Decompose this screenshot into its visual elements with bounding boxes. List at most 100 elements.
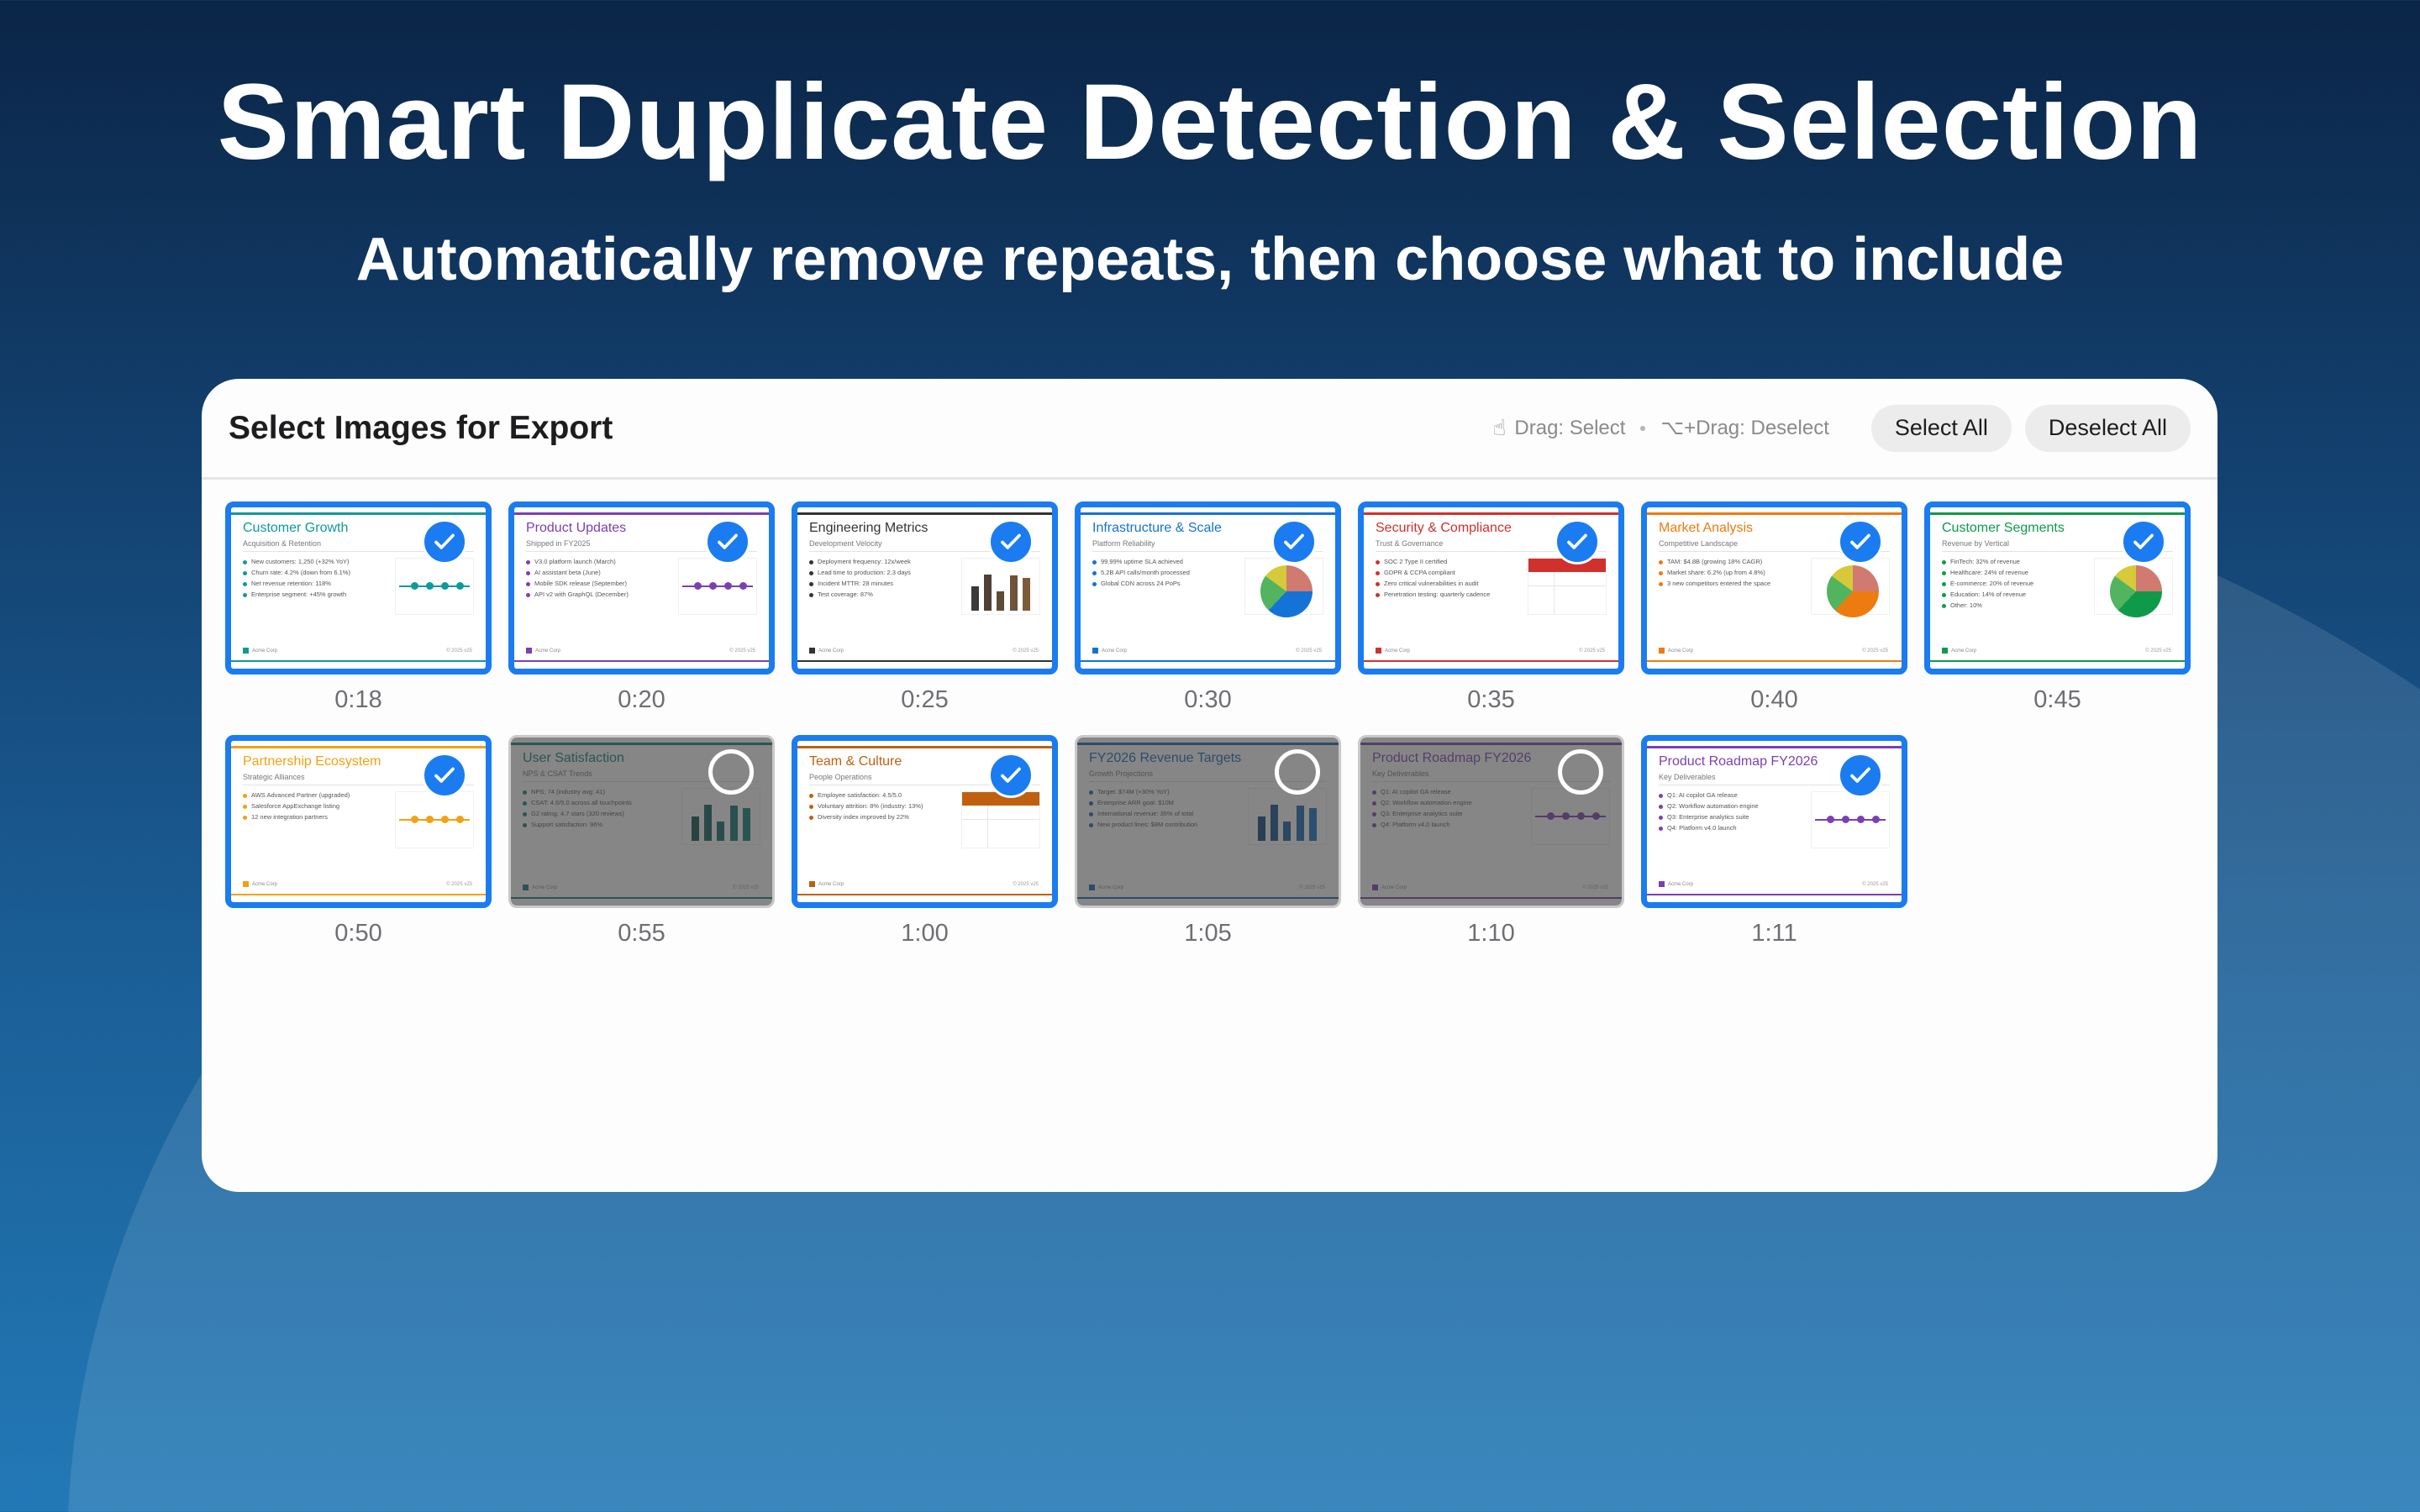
- slide-footer-left: Acme Corp: [1659, 648, 1693, 654]
- thumbnail-selected[interactable]: Partnership Ecosystem Strategic Alliance…: [225, 735, 492, 908]
- checkmark-circle-icon[interactable]: [422, 753, 467, 798]
- thumbnail-item[interactable]: FY2026 Revenue Targets Growth Projection…: [1075, 735, 1341, 963]
- slide-bullet: Incident MTTR: 28 minutes: [809, 578, 911, 589]
- timestamp-label: 0:45: [2033, 686, 2081, 713]
- slide-footer-left: Acme Corp: [1092, 648, 1127, 654]
- thumbnail-selected[interactable]: Product Roadmap FY2026 Key Deliverables …: [1641, 735, 1907, 908]
- slide-bullet: FinTech: 32% of revenue: [1942, 556, 2033, 567]
- thumbnail-selected[interactable]: Infrastructure & Scale Platform Reliabil…: [1075, 501, 1341, 675]
- slide-top-bar: [1364, 512, 1618, 515]
- slide-bullet: Voluntary attrition: 8% (industry: 13%): [809, 801, 923, 811]
- thumbnail-selected[interactable]: Customer Growth Acquisition & Retention …: [225, 501, 492, 675]
- thumbnail-item[interactable]: Partnership Ecosystem Strategic Alliance…: [225, 735, 492, 963]
- thumbnail-selected[interactable]: Engineering Metrics Development Velocity…: [792, 501, 1058, 675]
- thumbnail-unselected[interactable]: Product Roadmap FY2026 Key Deliverables …: [1358, 735, 1624, 908]
- hero-subtitle: Automatically remove repeats, then choos…: [355, 226, 2065, 293]
- slide-bullet: Zero critical vulnerabilities in audit: [1376, 578, 1490, 589]
- timeline-chart: [399, 816, 470, 823]
- checkmark-circle-icon[interactable]: [988, 519, 1034, 564]
- thumbnail-item[interactable]: Customer Segments Revenue by Vertical Fi…: [1924, 501, 2191, 730]
- bullet-dot-icon: [809, 581, 813, 586]
- slide-divider: [1376, 551, 1607, 552]
- thumbnail-selected[interactable]: Team & Culture People Operations Employe…: [792, 735, 1058, 908]
- slide-bullet: Other: 10%: [1942, 600, 2033, 611]
- slide-divider: [1659, 551, 1890, 552]
- checkmark-circle-icon[interactable]: [1838, 753, 1883, 798]
- bullet-dot-icon: [243, 815, 247, 820]
- checkmark-circle-icon[interactable]: [988, 753, 1034, 798]
- timestamp-label: 1:05: [1184, 920, 1232, 947]
- slide-preview: Security & Compliance Trust & Governance…: [1364, 507, 1618, 669]
- thumbnail-item[interactable]: Product Updates Shipped in FY2025 V3.0 p…: [508, 501, 775, 730]
- slide-bullet: Q1: AI copilot GA release: [1659, 790, 1759, 801]
- slide-chart: [395, 558, 474, 615]
- slide-footer-left: Acme Corp: [1942, 648, 1976, 654]
- slide-subtitle: Acquisition & Retention: [243, 539, 322, 548]
- slide-bullet: AI assistant beta (June): [526, 567, 629, 578]
- bullet-dot-icon: [1942, 570, 1946, 575]
- slide-bullet: Employee satisfaction: 4.5/5.0: [809, 790, 923, 801]
- logo-square-icon: [1092, 648, 1098, 654]
- thumbnail-item[interactable]: Engineering Metrics Development Velocity…: [792, 501, 1058, 730]
- slide-bottom-bar: [1081, 660, 1335, 662]
- bullet-dot-icon: [809, 804, 813, 809]
- slide-top-bar: [1930, 512, 2185, 515]
- empty-selection-circle-icon[interactable]: [1558, 749, 1603, 795]
- logo-square-icon: [243, 648, 249, 654]
- select-all-button[interactable]: Select All: [1870, 404, 2012, 452]
- timeline-chart: [399, 582, 470, 590]
- bullet-dot-icon: [1659, 826, 1663, 831]
- slide-title: Engineering Metrics: [809, 521, 929, 535]
- separator-dot: [1640, 425, 1646, 431]
- thumbnail-unselected[interactable]: User Satisfaction NPS & CSAT Trends NPS:…: [508, 735, 775, 908]
- thumbnail-selected[interactable]: Customer Segments Revenue by Vertical Fi…: [1924, 501, 2191, 675]
- thumbnail-selected[interactable]: Security & Compliance Trust & Governance…: [1358, 501, 1624, 675]
- checkmark-circle-icon[interactable]: [2121, 519, 2166, 564]
- slide-bullet: Salesforce AppExchange listing: [243, 801, 350, 811]
- slide-divider: [243, 551, 474, 552]
- checkmark-circle-icon[interactable]: [1271, 519, 1317, 564]
- logo-square-icon: [1376, 648, 1381, 654]
- thumbnail-item[interactable]: Team & Culture People Operations Employe…: [792, 735, 1058, 963]
- bullet-dot-icon: [243, 592, 247, 597]
- checkmark-circle-icon[interactable]: [1555, 519, 1600, 564]
- thumbnail-unselected[interactable]: FY2026 Revenue Targets Growth Projection…: [1075, 735, 1341, 908]
- empty-selection-circle-icon[interactable]: [1275, 749, 1320, 795]
- thumbnail-item[interactable]: Security & Compliance Trust & Governance…: [1358, 501, 1624, 730]
- thumbnail-item[interactable]: Product Roadmap FY2026 Key Deliverables …: [1641, 735, 1907, 963]
- bullet-dot-icon: [1659, 581, 1663, 586]
- slide-subtitle: Development Velocity: [809, 539, 882, 548]
- slide-bottom-bar: [231, 660, 486, 662]
- slide-bottom-bar: [1364, 660, 1618, 662]
- hero-title: Smart Duplicate Detection & Selection: [217, 62, 2203, 182]
- slide-footer-left: Acme Corp: [809, 881, 844, 887]
- thumbnail-item[interactable]: Product Roadmap FY2026 Key Deliverables …: [1358, 735, 1624, 963]
- thumbnail-item[interactable]: User Satisfaction NPS & CSAT Trends NPS:…: [508, 735, 775, 963]
- checkmark-circle-icon[interactable]: [1838, 519, 1883, 564]
- slide-bottom-bar: [797, 660, 1052, 662]
- slide-bullet: Churn rate: 4.2% (down from 6.1%): [243, 567, 350, 578]
- empty-selection-circle-icon[interactable]: [708, 749, 754, 795]
- checkmark-circle-icon[interactable]: [422, 519, 467, 564]
- thumbnail-item[interactable]: Customer Growth Acquisition & Retention …: [225, 501, 492, 730]
- slide-footer-left: Acme Corp: [809, 648, 844, 654]
- slide-bullet: 5.2B API calls/month processed: [1092, 567, 1190, 578]
- thumbnail-item[interactable]: Infrastructure & Scale Platform Reliabil…: [1075, 501, 1341, 730]
- thumbnail-selected[interactable]: Product Updates Shipped in FY2025 V3.0 p…: [508, 501, 775, 675]
- timestamp-label: 0:35: [1467, 686, 1515, 713]
- slide-bullet: SOC 2 Type II certified: [1376, 556, 1490, 567]
- bullet-dot-icon: [1942, 603, 1946, 608]
- checkmark-circle-icon[interactable]: [705, 519, 750, 564]
- pie-chart: [1260, 565, 1313, 617]
- deselect-all-button[interactable]: Deselect All: [2024, 404, 2191, 452]
- slide-chart: [1811, 791, 1890, 848]
- logo-square-icon: [1659, 648, 1665, 654]
- thumbnail-selected[interactable]: Market Analysis Competitive Landscape TA…: [1641, 501, 1907, 675]
- slide-bullet: Net revenue retention: 118%: [243, 578, 350, 589]
- thumbnail-item[interactable]: Market Analysis Competitive Landscape TA…: [1641, 501, 1907, 730]
- slide-chart: [1244, 558, 1323, 617]
- slide-bottom-bar: [797, 894, 1052, 895]
- bullet-dot-icon: [243, 804, 247, 809]
